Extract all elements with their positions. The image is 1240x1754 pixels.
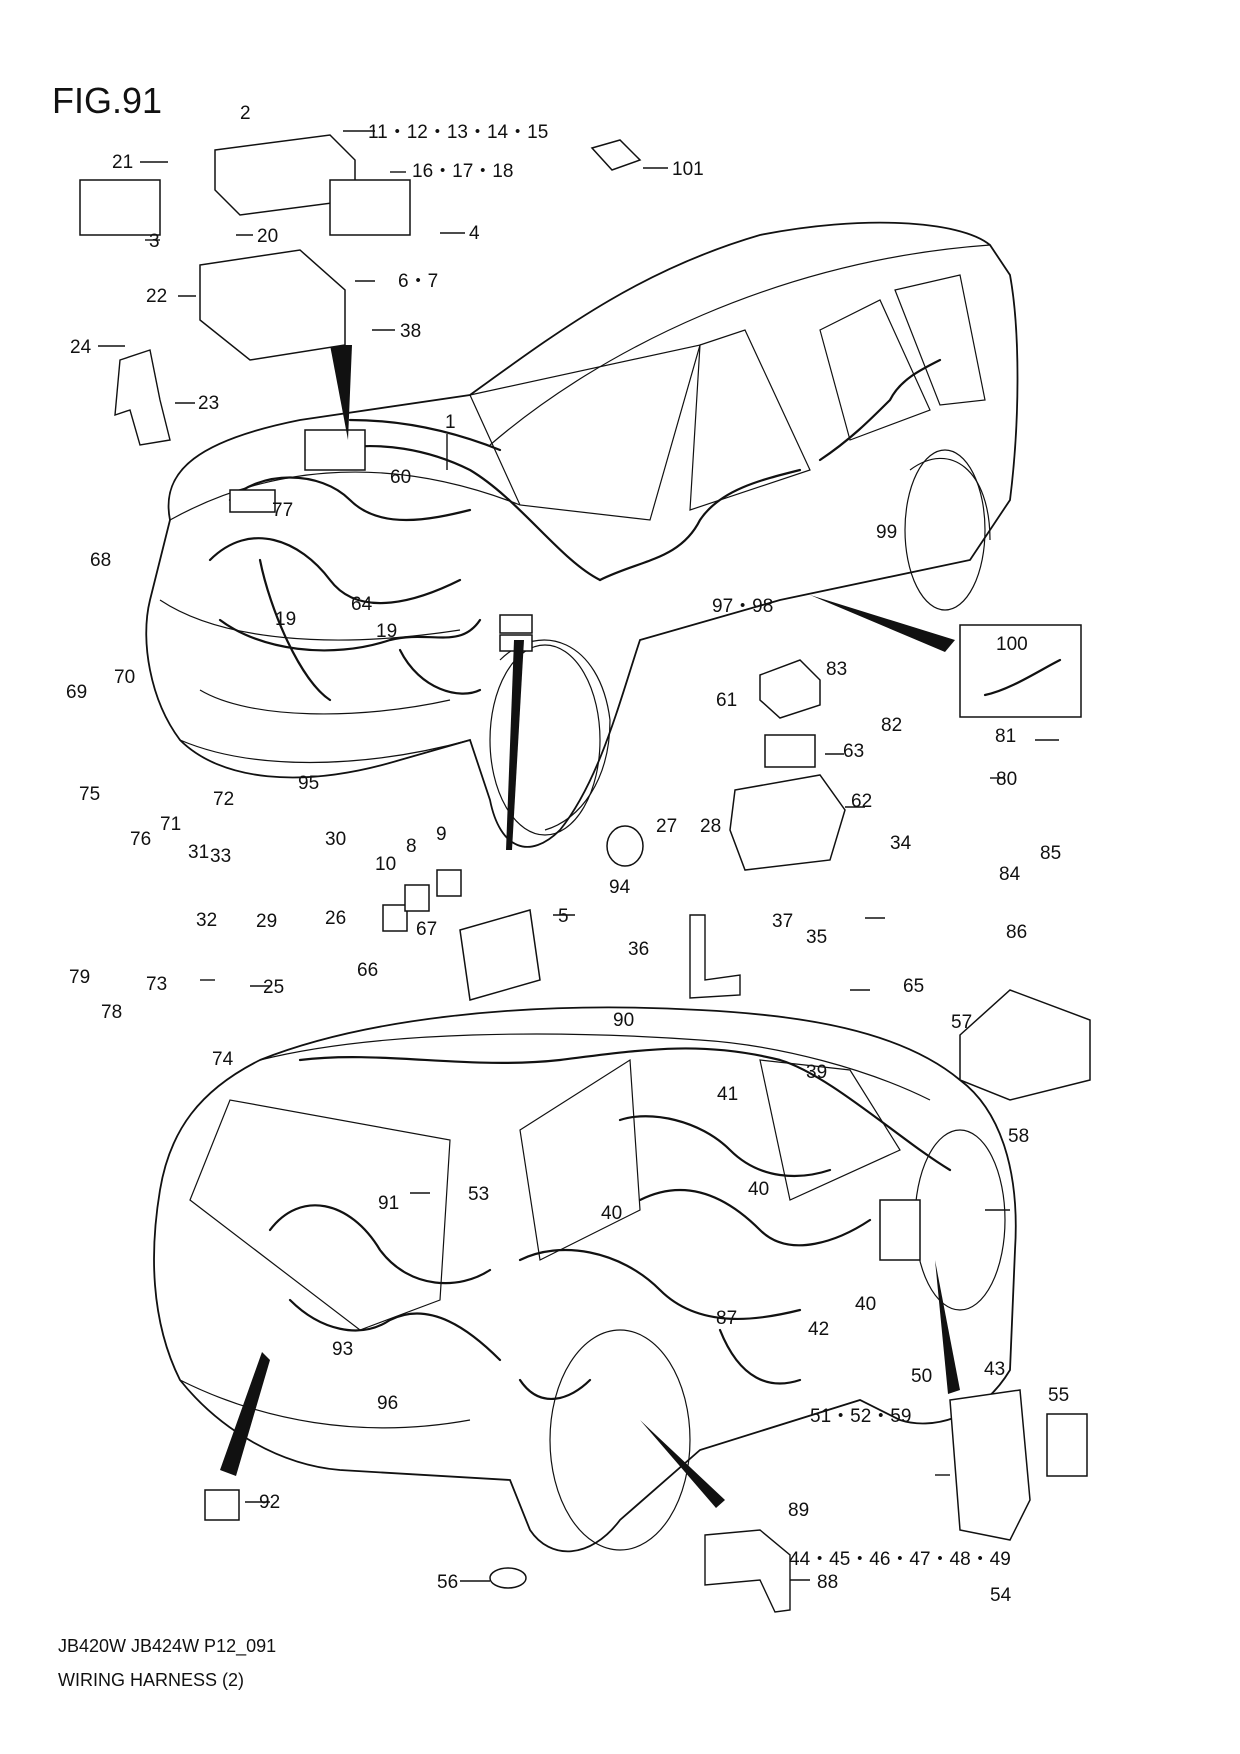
callout-95: 95 bbox=[298, 773, 319, 794]
callout-92: 92 bbox=[259, 1492, 280, 1513]
callout-10: 10 bbox=[375, 854, 396, 875]
pointer-wedges bbox=[220, 345, 960, 1508]
callout-61: 61 bbox=[716, 690, 737, 711]
callout-37: 37 bbox=[772, 911, 793, 932]
callout-71: 71 bbox=[160, 814, 181, 835]
figure-title: FIG.91 bbox=[52, 80, 162, 121]
callout-5: 5 bbox=[558, 906, 569, 927]
callout-94: 94 bbox=[609, 877, 631, 898]
callout-89: 89 bbox=[788, 1500, 809, 1521]
callout-97-98: 97・98 bbox=[712, 596, 773, 617]
callout-23: 23 bbox=[198, 393, 219, 414]
callout-40-left: 40 bbox=[601, 1203, 622, 1224]
callout-85: 85 bbox=[1040, 843, 1061, 864]
callout-2: 2 bbox=[240, 103, 251, 124]
callout-66: 66 bbox=[357, 960, 378, 981]
callout-68: 68 bbox=[90, 550, 111, 571]
callout-86: 86 bbox=[1006, 922, 1027, 943]
callout-19-left: 19 bbox=[275, 609, 296, 630]
callout-91: 91 bbox=[378, 1193, 399, 1214]
callout-57: 57 bbox=[951, 1012, 972, 1033]
callout-39: 39 bbox=[806, 1062, 827, 1083]
callout-75: 75 bbox=[79, 784, 100, 805]
callout-63: 63 bbox=[843, 741, 864, 762]
callout-26: 26 bbox=[325, 908, 346, 929]
callout-77: 77 bbox=[272, 500, 293, 521]
callout-80: 80 bbox=[996, 769, 1017, 790]
callout-99: 99 bbox=[876, 522, 897, 543]
callout-4: 4 bbox=[469, 223, 480, 244]
front-vehicle-illustration bbox=[145, 221, 1019, 848]
callout-38: 38 bbox=[400, 321, 421, 342]
callout-16-18: 16・17・18 bbox=[412, 161, 513, 182]
callout-93: 93 bbox=[332, 1339, 353, 1360]
callout-76: 76 bbox=[130, 829, 151, 850]
callout-72: 72 bbox=[213, 789, 234, 810]
callout-41: 41 bbox=[717, 1084, 738, 1105]
callout-96: 96 bbox=[377, 1393, 398, 1414]
callout-35: 35 bbox=[806, 927, 827, 948]
callout-62: 62 bbox=[851, 791, 872, 812]
callout-73: 73 bbox=[146, 974, 167, 995]
callout-70: 70 bbox=[114, 667, 135, 688]
callout-19-right: 19 bbox=[376, 621, 397, 642]
callout-74: 74 bbox=[212, 1049, 234, 1070]
callout-44-49: 44・45・46・47・48・49 bbox=[789, 1549, 1011, 1570]
callout-79: 79 bbox=[69, 967, 90, 988]
callout-65: 65 bbox=[903, 976, 924, 997]
callout-20: 20 bbox=[257, 226, 278, 247]
callout-11-15: 11・12・13・14・15 bbox=[368, 122, 548, 143]
callout-24: 24 bbox=[70, 337, 92, 358]
callout-36: 36 bbox=[628, 939, 649, 960]
callout-34: 34 bbox=[890, 833, 912, 854]
callout-90: 90 bbox=[613, 1010, 634, 1031]
callout-40-middle: 40 bbox=[748, 1179, 769, 1200]
callout-55: 55 bbox=[1048, 1385, 1069, 1406]
callout-25: 25 bbox=[263, 977, 284, 998]
callout-labels: 1 2 3 4 5 6・7 8 9 10 11・12・13・14・15 16・1… bbox=[66, 103, 1069, 1606]
footer-model-code: JB420W JB424W P12_091 bbox=[58, 1636, 276, 1657]
callout-53: 53 bbox=[468, 1184, 489, 1205]
callout-64: 64 bbox=[351, 594, 373, 615]
callout-60: 60 bbox=[390, 467, 411, 488]
callout-22: 22 bbox=[146, 286, 167, 307]
callout-100: 100 bbox=[996, 634, 1028, 655]
callout-101: 101 bbox=[672, 159, 704, 180]
callout-67: 67 bbox=[416, 919, 437, 940]
callout-28: 28 bbox=[700, 816, 721, 837]
callout-87: 87 bbox=[716, 1308, 737, 1329]
callout-82: 82 bbox=[881, 715, 902, 736]
callout-1: 1 bbox=[445, 412, 456, 433]
callout-50: 50 bbox=[911, 1366, 932, 1387]
callout-83: 83 bbox=[826, 659, 847, 680]
callout-6-7: 6・7 bbox=[398, 271, 438, 292]
callout-29: 29 bbox=[256, 911, 277, 932]
component-sketches bbox=[79, 134, 1091, 1613]
callout-58: 58 bbox=[1008, 1126, 1029, 1147]
callout-43: 43 bbox=[984, 1359, 1005, 1380]
footer-caption: WIRING HARNESS (2) bbox=[58, 1670, 244, 1690]
callout-33: 33 bbox=[210, 846, 231, 867]
callout-56: 56 bbox=[437, 1572, 458, 1593]
rear-vehicle-illustration bbox=[153, 1006, 1017, 1553]
callout-30: 30 bbox=[325, 829, 346, 850]
callout-40-right: 40 bbox=[855, 1294, 876, 1315]
callout-51-59: 51・52・59 bbox=[810, 1406, 911, 1427]
callout-84: 84 bbox=[999, 864, 1021, 885]
leader-lines bbox=[98, 130, 1059, 1582]
callout-9: 9 bbox=[436, 824, 447, 845]
callout-54: 54 bbox=[990, 1585, 1012, 1606]
callout-78: 78 bbox=[101, 1002, 122, 1023]
callout-21: 21 bbox=[112, 152, 133, 173]
callout-69: 69 bbox=[66, 682, 87, 703]
callout-81: 81 bbox=[995, 726, 1016, 747]
callout-32: 32 bbox=[196, 910, 217, 931]
callout-42: 42 bbox=[808, 1319, 829, 1340]
callout-8: 8 bbox=[406, 836, 417, 857]
callout-3: 3 bbox=[149, 231, 160, 252]
callout-27: 27 bbox=[656, 816, 677, 837]
callout-31: 31 bbox=[188, 842, 209, 863]
callout-88: 88 bbox=[817, 1572, 838, 1593]
